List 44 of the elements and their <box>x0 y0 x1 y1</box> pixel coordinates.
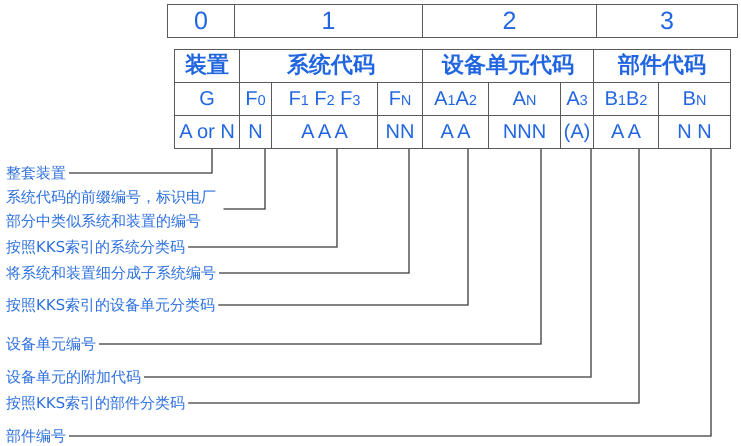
leader-line <box>144 149 592 378</box>
leader-line <box>219 149 410 274</box>
heading-cell <box>593 49 731 83</box>
format-cell <box>174 115 240 149</box>
format-cell <box>658 115 731 149</box>
position-number: 0 <box>194 6 208 36</box>
section-heading: 系统代码 <box>287 53 375 79</box>
annotation-text: 整套装置 <box>6 164 66 182</box>
format-code: A or N <box>179 120 235 144</box>
heading-cell <box>174 49 240 83</box>
annotation-text: 按照KKS索引的部件分类码 <box>6 394 186 412</box>
format-code: N N <box>677 120 712 144</box>
annotation-text: 按照KKS索引的系统分类码 <box>6 238 186 256</box>
code-symbol: G <box>199 88 215 110</box>
format-code: A A <box>610 120 642 144</box>
annotation-text: 按照KKS索引的设备单元分类码 <box>6 296 216 314</box>
format-code: (A) <box>564 120 590 144</box>
leader-line <box>99 149 542 345</box>
position-number: 2 <box>502 6 516 36</box>
position-number: 1 <box>322 6 336 36</box>
leader-line <box>188 149 640 404</box>
format-code: A A <box>440 120 471 144</box>
annotation-text: 设备单元编号 <box>6 335 96 353</box>
leader-line <box>69 149 712 437</box>
position-cell <box>596 4 738 38</box>
format-code: NN <box>386 120 414 144</box>
format-code: N <box>248 120 263 144</box>
annotation-text: 将系统和装置细分成子系统编号 <box>6 264 216 282</box>
format-code: NNN <box>502 120 546 144</box>
annotation-text: 系统代码的前缀编号，标识电厂部分中类似系统和装置的编号 <box>6 185 220 233</box>
leader-line <box>188 149 338 248</box>
annotation-text: 设备单元的附加代码 <box>6 368 141 386</box>
section-heading: 设备单元代码 <box>442 53 574 79</box>
section-heading: 部件代码 <box>618 53 706 79</box>
section-heading: 装置 <box>185 53 229 79</box>
annotation-text: 部件编号 <box>6 427 66 445</box>
leader-line <box>224 149 266 210</box>
position-cell <box>422 4 597 38</box>
position-cell <box>234 4 423 38</box>
position-number: 3 <box>660 6 674 36</box>
leader-line <box>69 149 213 174</box>
leader-line <box>218 149 469 306</box>
format-code: A A A <box>301 120 348 144</box>
position-cell <box>167 4 235 38</box>
